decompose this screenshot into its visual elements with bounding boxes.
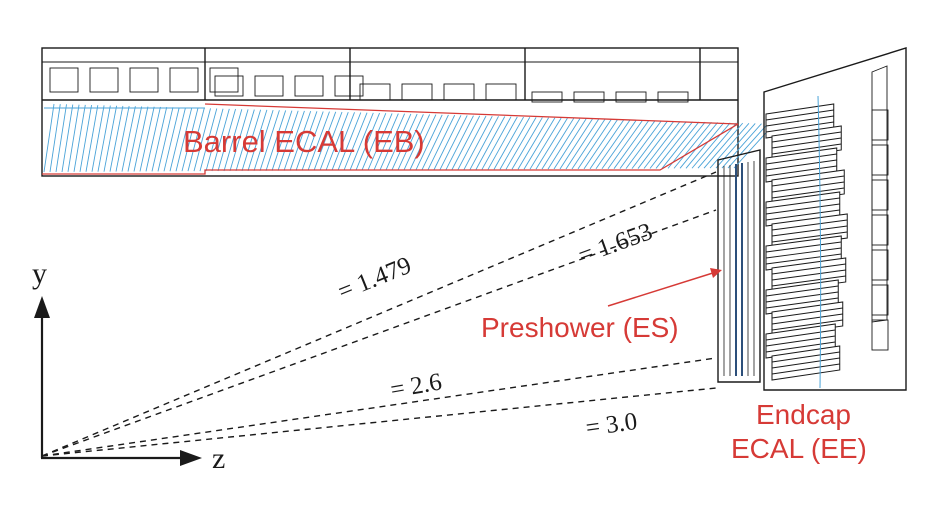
- y-axis-label: y: [32, 257, 47, 290]
- preshower-detector: Preshower (ES): [481, 149, 761, 383]
- electronics-box: [443, 83, 475, 101]
- y-axis-arrowhead: [34, 296, 50, 318]
- eta-line-1653: [41, 209, 717, 457]
- barrel-ecal: Barrel ECAL (EB): [41, 47, 775, 177]
- barrel-ecal-label: Barrel ECAL (EB): [183, 124, 425, 159]
- electronics-box: [871, 284, 889, 316]
- preshower-pointer-arrowhead: [710, 268, 722, 278]
- electronics-box: [871, 179, 889, 211]
- electronics-box: [254, 75, 284, 97]
- electronics-box: [615, 91, 647, 103]
- eta-label-30: = 3.0: [584, 408, 639, 442]
- endcap-crystals: [765, 95, 848, 389]
- eta-line-26: [41, 357, 717, 457]
- electronics-box: [49, 67, 79, 93]
- endcap-ecal: Endcap ECAL (EE): [731, 47, 907, 464]
- eta-label-1653: = 1.653: [575, 218, 656, 270]
- electronics-box: [531, 91, 563, 103]
- electronics-box: [359, 83, 391, 101]
- electronics-box: [871, 249, 889, 281]
- endcap-electronics-boxes: [871, 109, 889, 351]
- electronics-box: [871, 214, 889, 246]
- eta-label-1479: = 1.479: [334, 252, 415, 306]
- electronics-box: [485, 83, 517, 101]
- preshower-label: Preshower (ES): [481, 312, 679, 343]
- electronics-box: [209, 67, 239, 93]
- endcap-label-line1: Endcap: [756, 399, 851, 430]
- electronics-box: [871, 319, 889, 351]
- coordinate-axes: y z: [32, 257, 225, 475]
- z-axis-label: z: [212, 442, 225, 475]
- preshower-pointer-arrow: [607, 271, 717, 307]
- electronics-box: [871, 144, 889, 176]
- eta-line-1479: [41, 171, 717, 457]
- barrel-crystals: [43, 103, 775, 173]
- barrel-electronics-boxes: [49, 67, 689, 103]
- electronics-box: [214, 75, 244, 97]
- electronics-box: [657, 91, 689, 103]
- electronics-box: [573, 91, 605, 103]
- eta-line-30: [41, 387, 717, 457]
- endcap-label-line2: ECAL (EE): [731, 433, 867, 464]
- electronics-box: [129, 67, 159, 93]
- electronics-box: [169, 67, 199, 93]
- z-axis-arrowhead: [180, 450, 202, 466]
- electronics-box: [294, 75, 324, 97]
- electronics-box: [334, 75, 364, 97]
- electronics-box: [89, 67, 119, 93]
- electronics-box: [401, 83, 433, 101]
- electronics-box: [871, 109, 889, 141]
